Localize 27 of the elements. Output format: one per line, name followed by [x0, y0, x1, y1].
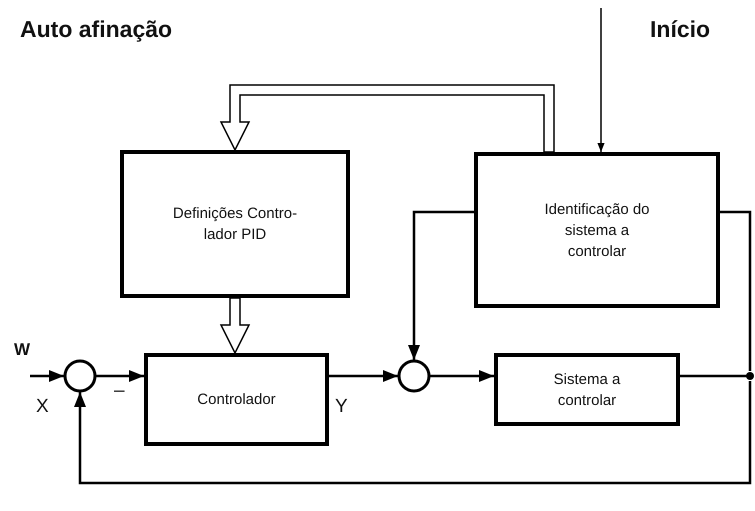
title: Auto afinação	[20, 16, 172, 43]
summing-junction	[64, 360, 96, 392]
arrow	[74, 381, 752, 484]
minus-sign: –	[114, 380, 125, 402]
arrow	[408, 210, 474, 360]
signal-label: W	[14, 340, 30, 360]
process-box	[120, 150, 350, 298]
arrow	[597, 8, 605, 152]
connector-line	[720, 210, 752, 371]
process-box	[144, 353, 329, 446]
hollow-arrow	[220, 84, 555, 153]
box-label: Controlador	[197, 390, 276, 410]
box-label: Definições Contro-lador PID	[172, 204, 298, 245]
arrow	[30, 370, 64, 382]
arrow	[430, 370, 494, 382]
box-label: Identificação do sistema a controlar	[543, 200, 651, 262]
hollow-arrow	[220, 297, 250, 355]
arrow	[96, 370, 144, 382]
signal-label: X	[36, 396, 49, 418]
summing-junction	[398, 360, 430, 392]
process-box	[474, 152, 720, 308]
junction-dot	[746, 372, 754, 380]
signal-label: Y	[335, 396, 348, 418]
process-box	[494, 353, 680, 426]
box-label: Sistema a controlar	[552, 370, 622, 410]
arrow	[329, 370, 398, 382]
start-label: Início	[650, 16, 710, 43]
